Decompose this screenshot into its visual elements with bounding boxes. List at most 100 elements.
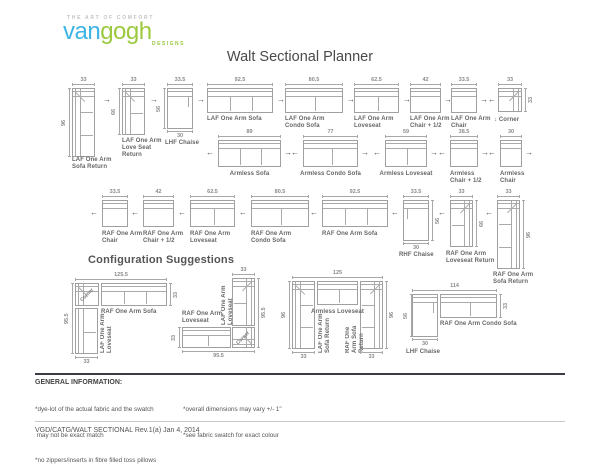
dimension-value: 125.5 xyxy=(114,272,128,278)
connector-arrow-left-icon: ← xyxy=(178,208,186,217)
back-rail-line xyxy=(295,282,301,348)
cushion-divider xyxy=(362,305,375,306)
connector-arrow-right-icon: → xyxy=(347,95,355,104)
dimension-value: 33 xyxy=(528,96,534,104)
dimension-value: 33 xyxy=(80,77,87,83)
connector-arrow-right-icon: → xyxy=(430,148,438,157)
connector-arrow-right-icon: → xyxy=(197,95,205,104)
dimension-line xyxy=(143,195,174,198)
dimension-width: 33 xyxy=(75,356,98,365)
piece-label: RHF Chaise xyxy=(399,252,434,258)
dimension-line xyxy=(102,195,128,198)
piece-label: Armless Condo Sofa xyxy=(300,171,361,177)
dimension-value: 95.5 xyxy=(261,307,267,319)
dimension-value: 125 xyxy=(332,270,343,276)
cushion-divider xyxy=(130,113,143,114)
sectional-piece-outline xyxy=(354,88,399,113)
dimension-line xyxy=(288,281,291,349)
dimension-line xyxy=(118,88,121,135)
piece-label: RAF One Arm Chair + 1/2 xyxy=(143,231,184,244)
dimension-width: 33 xyxy=(72,77,95,86)
dimension-line xyxy=(190,195,235,198)
back-rail-line xyxy=(286,91,342,97)
dimension-value: 33.5 xyxy=(458,77,470,83)
cushion-divider xyxy=(345,208,346,225)
logo-van-text: van xyxy=(63,18,101,45)
dimension-height: 33 xyxy=(524,88,534,112)
dimension-line xyxy=(178,327,181,348)
back-rail-line xyxy=(464,201,470,246)
dimension-value: 92.5 xyxy=(234,77,246,83)
vangogh-logo: THE ART OF COMFORT vangogh DESIGNS xyxy=(63,15,191,47)
dimension-width: 33.5 xyxy=(167,77,193,86)
dimension-line xyxy=(322,195,388,198)
back-rail-line xyxy=(441,297,496,303)
connector-arrow-right-icon: → xyxy=(277,95,285,104)
general-info-line: *dye-lot of the actual fabric and the sw… xyxy=(35,406,154,413)
back-rail-line xyxy=(75,89,81,156)
dimension-height: 56 xyxy=(431,200,441,241)
back-rail-line xyxy=(411,91,440,97)
cushion-divider xyxy=(80,135,93,136)
piece-label: RAF One Arm Loveseat xyxy=(182,311,223,324)
dimension-line xyxy=(122,83,145,86)
dimension-line xyxy=(450,195,473,198)
dimension-value: 95.5 xyxy=(213,353,224,359)
dimension-value: 56 xyxy=(403,312,409,319)
cushion-divider xyxy=(332,148,333,165)
dimension-line xyxy=(354,83,399,86)
piece-label: LAF One Arm Love Seat Return xyxy=(122,138,162,158)
back-rail-line xyxy=(103,203,127,209)
piece-label: LAF One Arm Chair + 1/2 xyxy=(410,116,450,129)
dimension-value: 80.5 xyxy=(308,77,320,83)
dimension-value: 96 xyxy=(281,311,287,319)
dimension-value: 33 xyxy=(173,291,179,298)
back-rail-line xyxy=(123,91,144,97)
dimension-width: 80.5 xyxy=(285,77,343,86)
back-rail-line xyxy=(304,143,357,149)
dimension-width: 114 xyxy=(412,283,497,292)
dimension-value: 77 xyxy=(327,129,334,135)
cushion-divider xyxy=(281,208,282,225)
sectional-piece-outline xyxy=(102,200,128,227)
dimension-value: 33 xyxy=(503,302,509,310)
back-rail-line xyxy=(413,297,437,303)
dimension-value: 33 xyxy=(505,189,512,195)
piece-label: Armless Loveseat xyxy=(311,309,364,315)
piece-label: Armless Chair + 1/2 xyxy=(450,171,482,184)
dimension-line xyxy=(72,83,95,86)
sectional-piece-outline xyxy=(207,88,273,113)
dimension-width: 125.5 xyxy=(75,272,167,281)
sectional-piece-outline xyxy=(498,88,522,112)
back-rail-line xyxy=(246,328,252,347)
configuration-suggestions-title: Configuration Suggestions xyxy=(88,254,235,266)
dimension-line xyxy=(360,351,383,354)
dimension-line xyxy=(410,83,441,86)
dimension-line xyxy=(410,294,413,337)
document-reference: VGD/CATG/WALT SECTIONAL Rev.1(a) Jan 4, … xyxy=(35,427,200,434)
back-rail-line xyxy=(168,91,192,97)
dimension-width: 33 xyxy=(122,77,145,86)
piece-label: ↓ Corner xyxy=(494,117,520,123)
dimension-line xyxy=(431,200,434,241)
cushion-divider xyxy=(378,96,379,111)
cushion-divider xyxy=(300,305,313,306)
sectional-piece-outline xyxy=(303,140,358,167)
general-info-column-2: *overall dimensions may vary +/- 1" *see… xyxy=(183,389,343,457)
connector-arrow-right-icon: → xyxy=(284,148,292,157)
dimension-line xyxy=(524,88,527,112)
chaise-arm-line xyxy=(407,208,408,219)
sectional-piece-outline xyxy=(72,88,95,157)
dimension-line xyxy=(232,273,255,276)
dimension-line xyxy=(403,195,429,198)
dimension-width: 42 xyxy=(143,189,174,198)
dimension-width: 33 xyxy=(497,189,520,198)
back-rail-line xyxy=(318,284,357,290)
piece-label: RAF One Arm Sofa xyxy=(322,231,378,237)
config3-armless-loveseat-piece xyxy=(317,281,358,305)
dimension-value: 30 xyxy=(412,245,420,251)
dimension-line xyxy=(412,338,438,341)
connector-arrow-left-icon: ← xyxy=(488,95,496,104)
piece-label: RAF One Arm Sofa Return xyxy=(345,325,365,353)
dimension-value: 96 xyxy=(61,119,67,126)
